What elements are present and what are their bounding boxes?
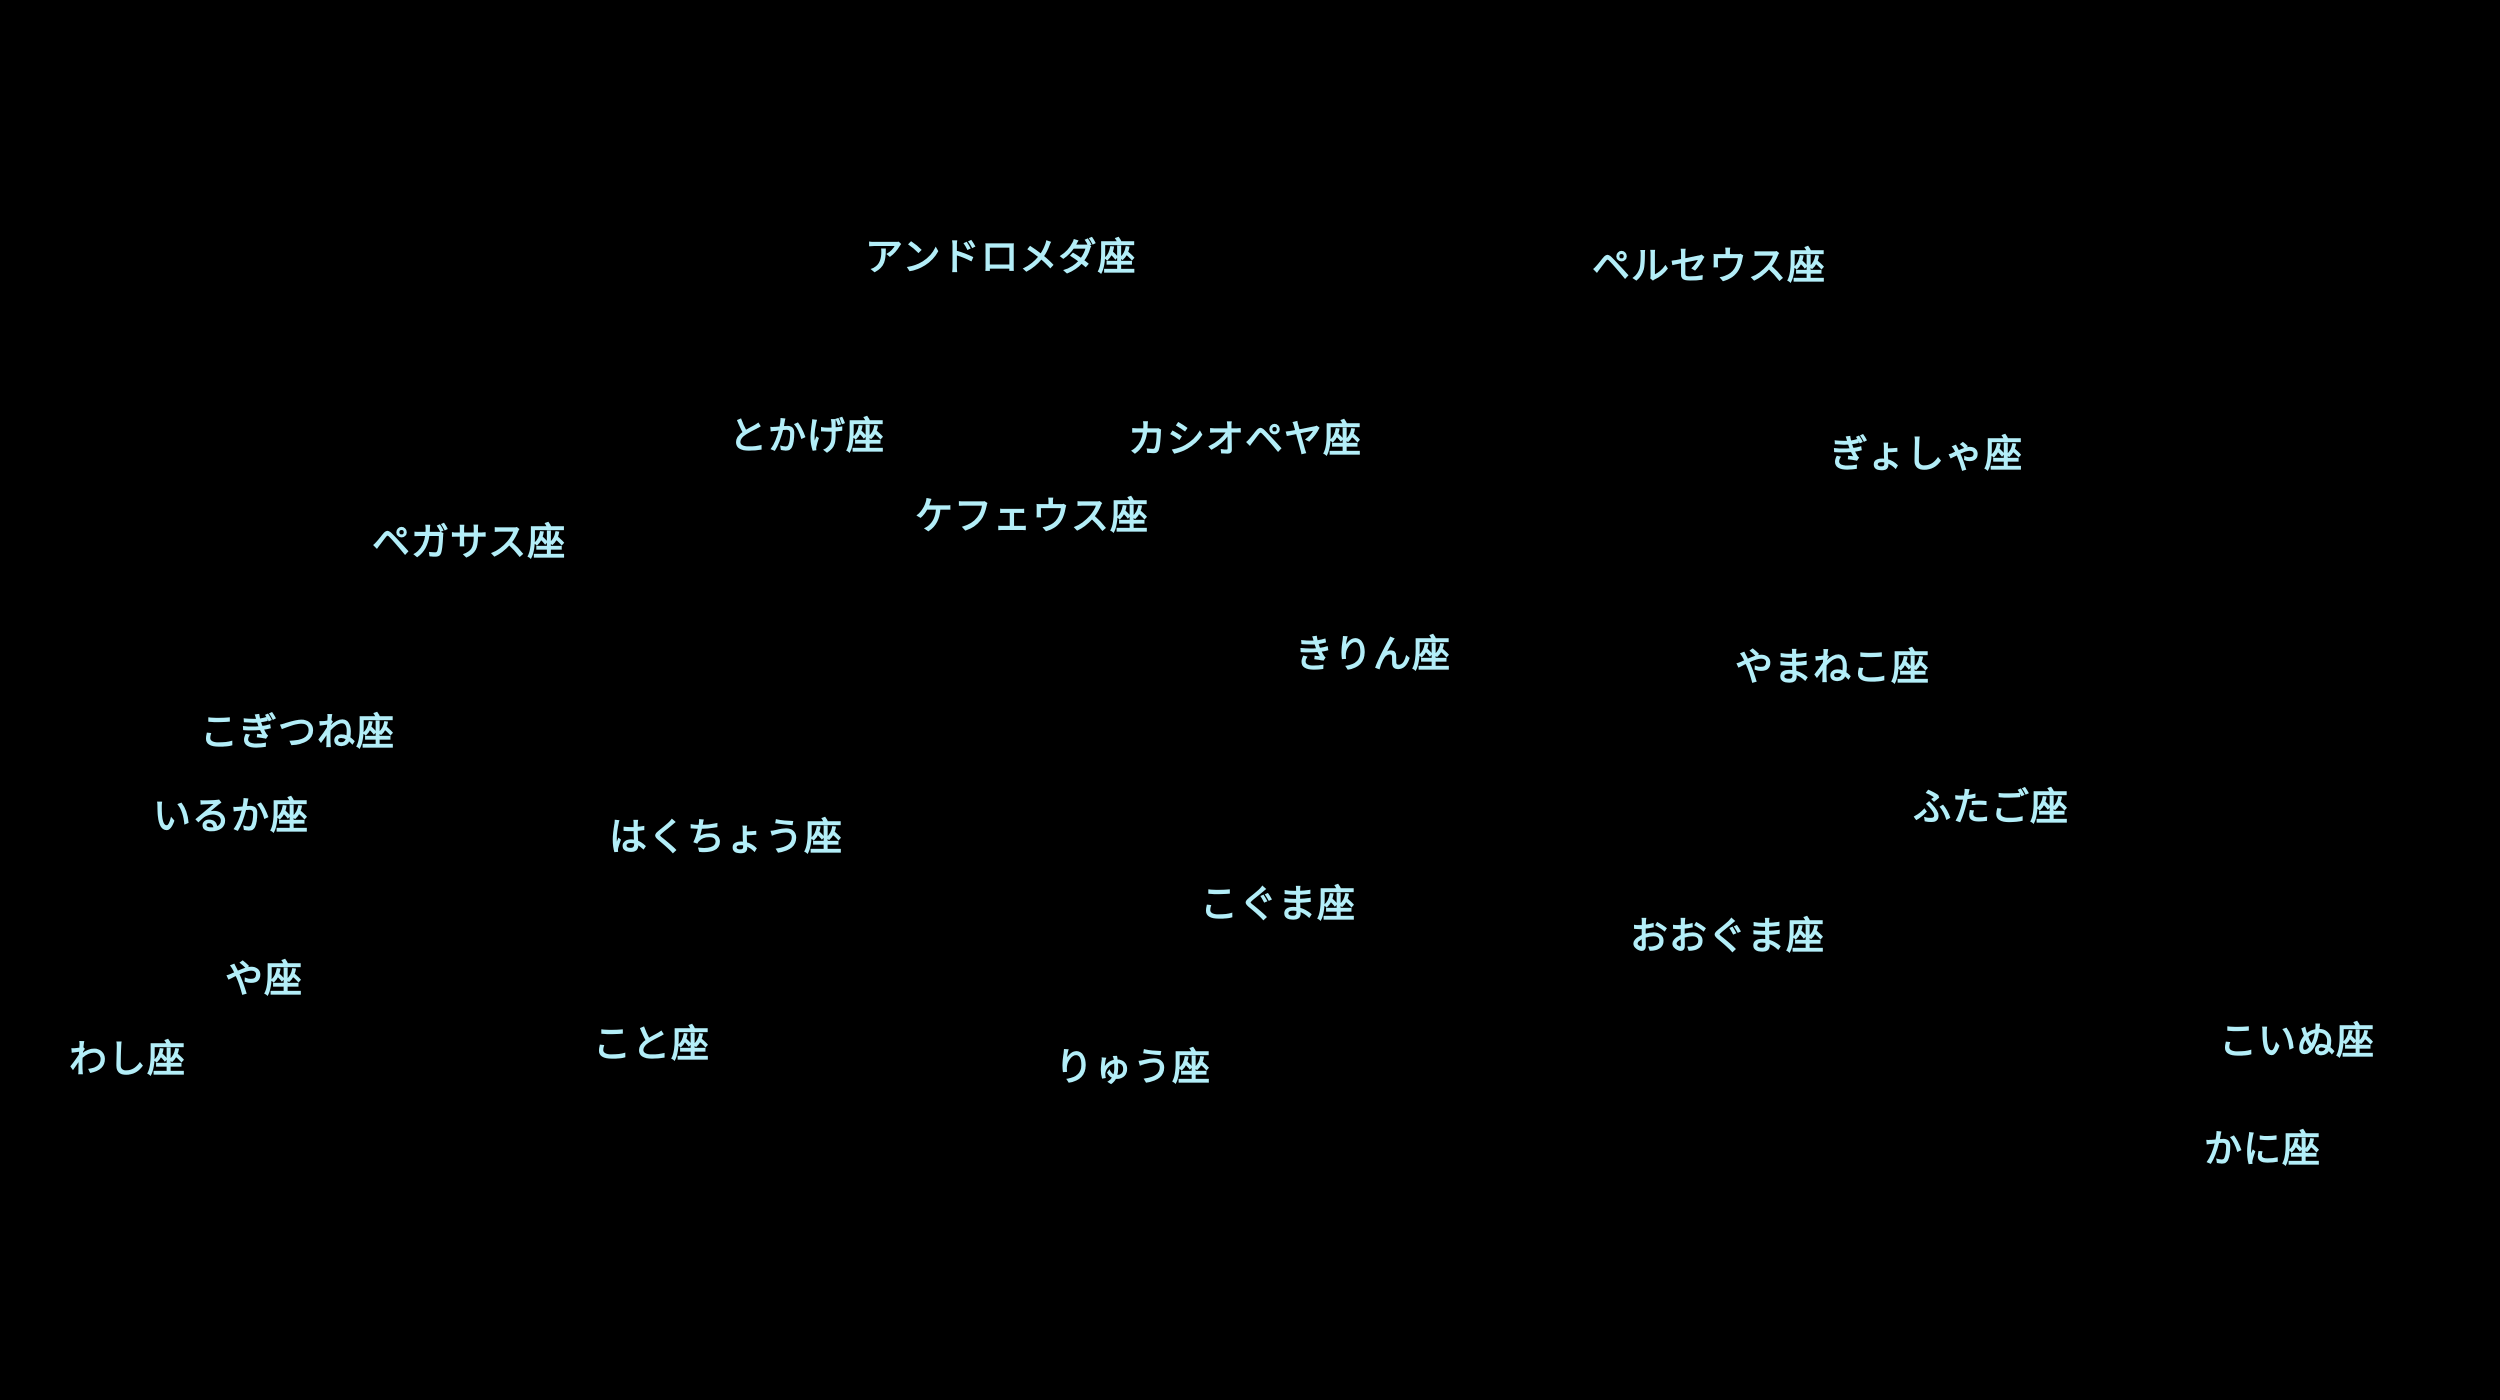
constellation-label-sagitta: や座: [225, 957, 304, 1001]
constellation-label-cepheus: ケフェウス座: [915, 494, 1150, 538]
constellation-label-ursa-minor: こぐま座: [1200, 882, 1357, 926]
constellation-label-lacerta: とかげ座: [729, 414, 886, 458]
constellation-label-canis-minor: こいぬ座: [2219, 1019, 2376, 1063]
constellation-label-gemini: ふたご座: [1913, 785, 2070, 829]
constellation-label-lyra: こと座: [593, 1022, 711, 1066]
constellation-label-cassiopeia: カシオペヤ座: [1128, 417, 1363, 461]
constellation-label-perseus: ペルセウス座: [1592, 244, 1827, 288]
constellation-label-cancer: かに座: [2204, 1127, 2322, 1171]
constellation-label-lynx: やまねこ座: [1735, 645, 1931, 689]
constellation-label-pegasus: ペガサス座: [372, 520, 567, 564]
constellation-label-vulpecula: こぎつね座: [200, 710, 396, 754]
constellation-label-ursa-major: おおぐま座: [1630, 914, 1826, 958]
constellation-label-cygnus: はくちょう座: [609, 815, 844, 859]
constellation-label-camelopardalis: きりん座: [1295, 632, 1452, 676]
constellation-label-delphinus: いるか座: [153, 794, 310, 838]
constellation-label-auriga: ぎょしゃ座: [1830, 432, 2024, 476]
constellation-label-aquila: わし座: [69, 1037, 187, 1081]
constellation-label-draco: りゅう座: [1055, 1045, 1212, 1089]
constellation-label-andromeda: アンドロメダ座: [865, 235, 1137, 279]
